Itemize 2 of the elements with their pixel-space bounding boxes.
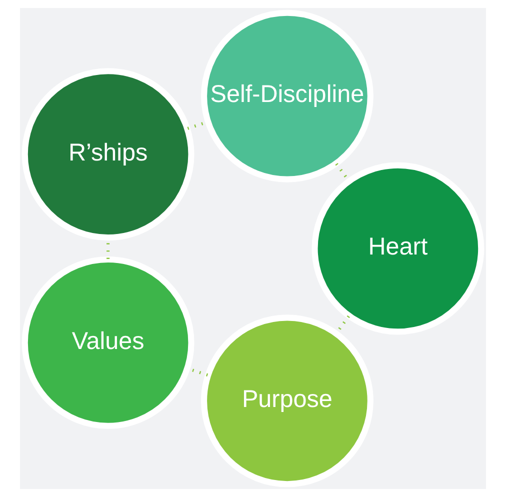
node-circle: Values — [21, 256, 194, 429]
node-circle: R’ships — [21, 68, 194, 241]
